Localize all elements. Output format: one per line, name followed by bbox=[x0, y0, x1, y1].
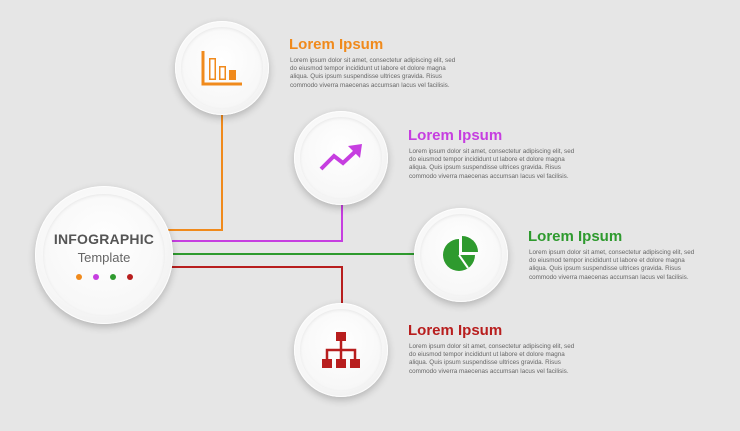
connector-step-1 bbox=[168, 114, 223, 231]
step-3-body: Lorem ipsum dolor sit amet, consectetur … bbox=[529, 249, 695, 281]
step-4-circle bbox=[294, 303, 388, 397]
pie-chart-icon bbox=[443, 236, 478, 271]
hub-dot-3 bbox=[109, 273, 116, 280]
bar-chart-icon bbox=[201, 51, 242, 86]
step-2-title: Lorem Ipsum bbox=[408, 127, 503, 144]
hub-dot-1 bbox=[75, 273, 82, 280]
step-1-title: Lorem Ipsum bbox=[289, 36, 384, 53]
step-1-body: Lorem ipsum dolor sit amet, consectetur … bbox=[290, 57, 456, 89]
hierarchy-icon bbox=[322, 332, 360, 368]
step-2-body: Lorem ipsum dolor sit amet, consectetur … bbox=[409, 148, 575, 180]
hub-title: INFOGRAPHIC bbox=[53, 230, 155, 247]
hub-circle: INFOGRAPHIC Template bbox=[35, 186, 173, 324]
hub-dot-2 bbox=[92, 273, 99, 280]
step-4-circle-inner bbox=[300, 309, 382, 391]
hub-dot-4 bbox=[126, 273, 133, 280]
connector-step-2 bbox=[172, 203, 343, 242]
step-2-circle-inner bbox=[300, 117, 382, 199]
step-3-circle bbox=[414, 208, 508, 302]
hub-inner: INFOGRAPHIC Template bbox=[43, 194, 165, 316]
step-3-title: Lorem Ipsum bbox=[528, 228, 623, 245]
trend-up-arrow-icon bbox=[319, 144, 362, 171]
step-2-circle bbox=[294, 111, 388, 205]
hub-dots bbox=[75, 273, 133, 280]
step-1-circle-inner bbox=[181, 27, 263, 109]
step-4-body: Lorem ipsum dolor sit amet, consectetur … bbox=[409, 343, 575, 375]
connector-step-4 bbox=[170, 266, 343, 305]
hub-subtitle: Template bbox=[77, 249, 131, 265]
step-4-title: Lorem Ipsum bbox=[408, 322, 503, 339]
step-1-circle bbox=[175, 21, 269, 115]
step-3-circle-inner bbox=[420, 214, 502, 296]
